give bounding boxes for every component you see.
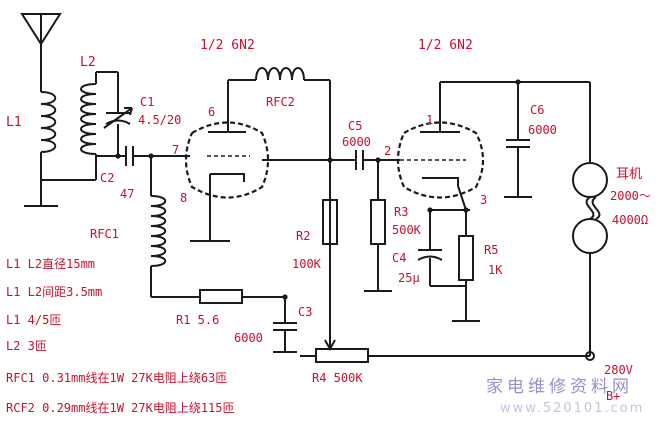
tube-right <box>396 82 485 211</box>
earphone-icon <box>572 162 608 356</box>
label-rfc2: RFC2 <box>266 95 295 109</box>
note-0: L1 L2直径15mm <box>6 257 95 271</box>
label-c1-name: C1 <box>140 95 154 109</box>
resistor-r3 <box>364 160 392 292</box>
label-r2-name: R2 <box>296 229 310 243</box>
label-r5-value: 1K <box>488 263 503 277</box>
label-r3-name: R3 <box>394 205 408 219</box>
label-c4-value: 25μ <box>398 271 420 285</box>
label-c2-name: C2 <box>100 171 114 185</box>
choke-rfc2 <box>255 67 331 340</box>
pin-2: 2 <box>384 144 391 158</box>
resistor-r5 <box>452 210 480 322</box>
label-earphone: 耳机 <box>616 167 642 182</box>
choke-rfc1 <box>150 156 200 298</box>
resistor-r1 <box>199 289 285 304</box>
label-supply-bplus: B+ <box>606 389 620 403</box>
capacitor-c1 <box>103 107 133 156</box>
label-r4: R4 500K <box>312 371 363 385</box>
tube-left-label: 1/2 6N2 <box>200 38 255 53</box>
capacitor-c2 <box>125 146 190 166</box>
note-3: L2 3匝 <box>6 339 47 353</box>
tube-right-label: 1/2 6N2 <box>418 38 473 53</box>
watermark: 家电维修资料网 <box>486 377 633 397</box>
pin-7: 7 <box>172 143 179 157</box>
label-c3-name: C3 <box>298 305 312 319</box>
label-c2-value: 47 <box>120 187 134 201</box>
label-r3-value: 500K <box>392 223 422 237</box>
coil-l2 <box>41 72 97 181</box>
coil-l1 <box>24 91 58 207</box>
capacitor-c3 <box>273 297 297 353</box>
tube-left <box>184 80 270 242</box>
label-c1-value: 4.5/20 <box>138 113 181 127</box>
label-earphone-value-2: 4000Ω <box>612 213 648 227</box>
note-5: RCF2 0.29mm线在1W 27K电阻上绕115匝 <box>6 401 235 415</box>
label-supply-voltage: 280V <box>604 363 633 377</box>
note-4: RFC1 0.31mm线在1W 27K电阻上绕63匝 <box>6 371 227 385</box>
label-c3-value: 6000 <box>234 331 263 345</box>
capacitor-c4 <box>417 210 466 287</box>
label-l1: L1 <box>6 115 22 130</box>
label-c5-name: C5 <box>348 119 362 133</box>
note-1: L1 L2间距3.5mm <box>6 285 102 299</box>
label-c5-value: 6000 <box>342 135 371 149</box>
resistor-r2 <box>322 160 338 245</box>
pin-3: 3 <box>480 193 487 207</box>
label-r2-value: 100K <box>292 257 322 271</box>
label-rfc1: RFC1 <box>90 227 119 241</box>
label-c4-name: C4 <box>392 251 406 265</box>
label-l2: L2 <box>80 55 96 70</box>
pin-6: 6 <box>208 105 215 119</box>
pin-8: 8 <box>180 191 187 205</box>
label-c6-name: C6 <box>530 103 544 117</box>
capacitor-c6 <box>504 82 532 198</box>
watermark-url: www.520101.com <box>500 401 644 416</box>
label-c6-value: 6000 <box>528 123 557 137</box>
capacitor-c5 <box>330 150 400 170</box>
note-2: L1 4/5匝 <box>6 313 61 327</box>
label-r5-name: R5 <box>484 243 498 257</box>
antenna-icon <box>20 13 62 92</box>
label-earphone-value: 2000～ <box>610 189 651 203</box>
label-r1: R1 5.6 <box>176 313 219 327</box>
pin-1: 1 <box>426 113 433 127</box>
potentiometer-r4 <box>300 339 590 363</box>
